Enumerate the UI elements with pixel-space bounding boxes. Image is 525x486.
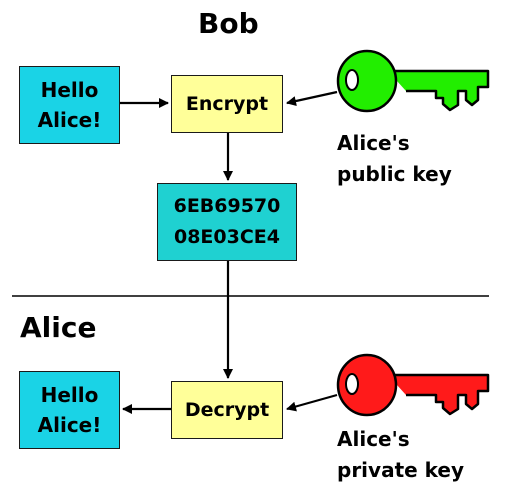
arrow-privatekey-to-decrypt xyxy=(286,393,338,412)
decrypt-label: Decrypt xyxy=(184,399,270,421)
decrypted-message-box: Hello Alice! xyxy=(19,371,120,449)
bob-section-title: Bob xyxy=(198,7,259,40)
alice-section-title: Alice xyxy=(20,311,97,344)
ciphertext-line-1: 6EB69570 xyxy=(173,195,281,217)
encrypt-label: Encrypt xyxy=(185,93,269,115)
public-key-label-line-2: public key xyxy=(337,162,452,186)
public-key-icon xyxy=(336,49,490,113)
decrypted-line-2: Alice! xyxy=(37,413,102,437)
plaintext-line-2: Alice! xyxy=(37,108,102,132)
ciphertext-box: 6EB69570 08E03CE4 xyxy=(157,183,297,261)
private-key-label-line-2: private key xyxy=(337,458,465,482)
ciphertext-line-2: 08E03CE4 xyxy=(173,226,280,248)
plaintext-line-1: Hello xyxy=(40,78,99,102)
private-key-icon xyxy=(336,353,490,417)
public-key-label: Alice's public key xyxy=(337,128,452,190)
encrypt-box: Encrypt xyxy=(171,75,283,133)
arrow-publickey-to-encrypt xyxy=(286,90,338,106)
private-key-label-line-1: Alice's xyxy=(337,427,410,451)
decrypt-box: Decrypt xyxy=(171,381,283,439)
plaintext-message-box: Hello Alice! xyxy=(19,66,120,144)
public-key-label-line-1: Alice's xyxy=(337,131,410,155)
private-key-label: Alice's private key xyxy=(337,424,464,486)
decrypted-line-1: Hello xyxy=(40,383,99,407)
